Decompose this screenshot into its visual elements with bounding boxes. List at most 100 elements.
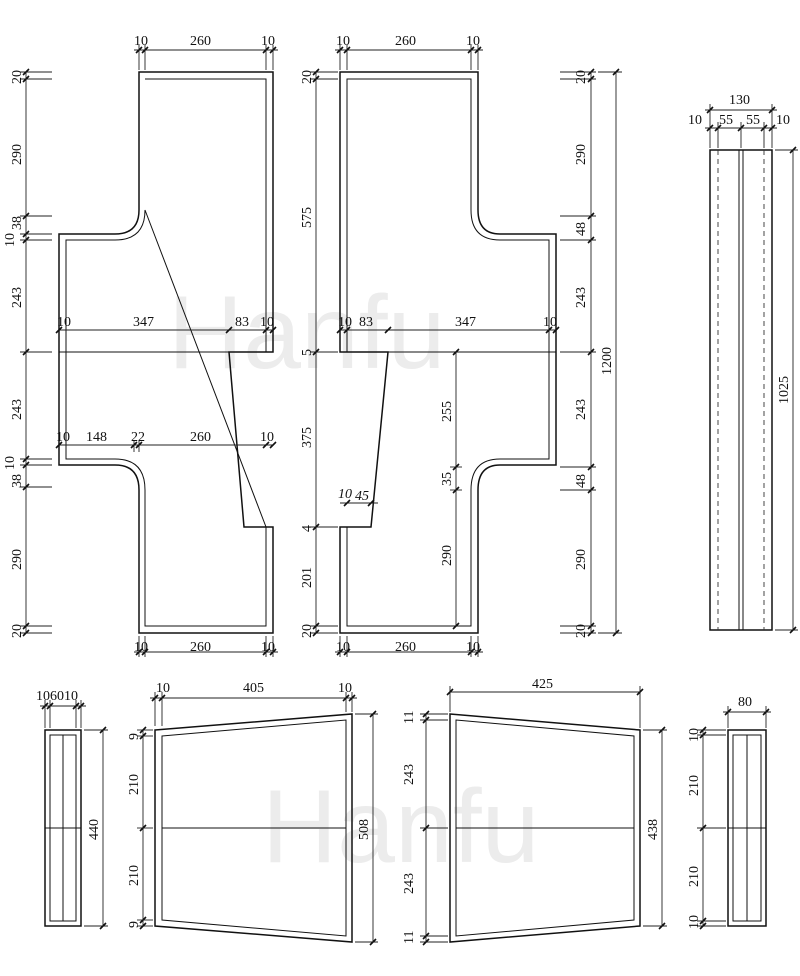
- dim-left-290-top: 290: [10, 144, 25, 165]
- dim-left-20-bot: 20: [10, 624, 25, 638]
- dim-p2-bot-10b: 10: [466, 640, 480, 655]
- dim-rtrap-438: 438: [646, 819, 661, 840]
- dim-collar-130: 130: [729, 93, 750, 108]
- left-panel-outer-outline: [58, 71, 274, 634]
- dim-right-243-bot: 243: [574, 399, 589, 420]
- dim-collar-1025: 1025: [777, 376, 792, 404]
- dim-p2-10-right: 10: [543, 315, 557, 330]
- collar-strip-outline: [709, 149, 773, 631]
- dim-left-20-top: 20: [10, 70, 25, 84]
- dim-p2-375: 375: [300, 427, 315, 448]
- left-body-panel: [58, 71, 274, 634]
- right-panel-outer-outline: [339, 71, 557, 634]
- dim-ltrap-9-bot: 9: [127, 921, 142, 928]
- right-trapezoid-panel: [449, 713, 641, 943]
- dim-p1-top-260: 260: [190, 34, 211, 49]
- dim-p2-top-260: 260: [395, 34, 416, 49]
- dim-p2-10-italic: 10: [338, 487, 352, 502]
- right-trapezoid-inner: [455, 719, 635, 937]
- dim-left-10-top: 10: [3, 233, 18, 247]
- left-trapezoid-outline: [154, 713, 353, 943]
- dim-ltrap-10-right: 10: [338, 681, 352, 696]
- small-left-strip: [44, 729, 82, 927]
- dim-right-20-bot: 20: [574, 624, 589, 638]
- dim-right-243-top: 243: [574, 287, 589, 308]
- dim-small-right-210-bot: 210: [687, 866, 702, 887]
- dim-small-left-440: 440: [87, 819, 102, 840]
- dim-small-left-106010: 106010: [36, 689, 78, 704]
- dim-p2-290-inner: 290: [440, 545, 455, 566]
- dim-ltrap-10-left: 10: [156, 681, 170, 696]
- dim-rtrap-425: 425: [532, 677, 553, 692]
- right-body-panel: [339, 71, 557, 634]
- dim-p2-201: 201: [300, 567, 315, 588]
- dim-collar-10-right: 10: [776, 113, 790, 128]
- dim-p1-10-left: 10: [57, 315, 71, 330]
- dim-p1-bot-260: 260: [190, 640, 211, 655]
- dim-p1-347: 347: [133, 315, 154, 330]
- dim-ltrap-9-top: 9: [127, 733, 142, 740]
- dim-p2-575: 575: [300, 207, 315, 228]
- dim-small-right-10-top: 10: [687, 728, 702, 742]
- dim-ltrap-508: 508: [357, 819, 372, 840]
- dim-ltrap-405: 405: [243, 681, 264, 696]
- collar-strip: [709, 149, 773, 631]
- dim-left-243-top: 243: [10, 287, 25, 308]
- dim-p2-bot-260: 260: [395, 640, 416, 655]
- dim-p1-10-mid-right: 10: [260, 430, 274, 445]
- dim-p2-83: 83: [359, 315, 373, 330]
- right-trapezoid-outline: [449, 713, 641, 943]
- small-right-strip: [727, 729, 767, 927]
- dim-p2-4: 4: [300, 525, 315, 532]
- dim-rtrap-243-top: 243: [402, 764, 417, 785]
- dim-p2-10-left: 10: [338, 315, 352, 330]
- left-panel-inner-outline: [65, 78, 267, 627]
- dim-right-48-bot: 48: [574, 474, 589, 488]
- dim-p2-347: 347: [455, 315, 476, 330]
- dim-p2-35: 35: [440, 472, 455, 486]
- dim-ltrap-210-top: 210: [127, 774, 142, 795]
- dim-small-right-10-bot: 10: [687, 915, 702, 929]
- dim-p2-20-top: 20: [300, 70, 315, 84]
- dim-p2-255: 255: [440, 401, 455, 422]
- dimension-ticks: [22, 46, 797, 946]
- dim-rtrap-243-bot: 243: [402, 873, 417, 894]
- left-trapezoid-inner: [161, 719, 347, 937]
- dim-rtrap-11-top: 11: [402, 711, 417, 724]
- dim-small-right-210-top: 210: [687, 775, 702, 796]
- dim-p2-bot-10a: 10: [336, 640, 350, 655]
- dim-p1-83: 83: [235, 315, 249, 330]
- dim-rtrap-11-bot: 11: [402, 931, 417, 944]
- dim-left-243-bot: 243: [10, 399, 25, 420]
- dim-p1-bot-10a: 10: [134, 640, 148, 655]
- dim-1200: 1200: [600, 347, 615, 375]
- dimension-labels: 10 260 10 10 260 10 10 347 83 10 10 148 …: [3, 34, 792, 944]
- dim-left-290-bot: 290: [10, 549, 25, 570]
- dim-p2-45: 45: [355, 489, 369, 504]
- dim-p2-20-bot: 20: [300, 624, 315, 638]
- watermark-bottom: Hanfu: [262, 769, 540, 885]
- dim-left-38-top: 38: [10, 216, 25, 230]
- dim-p2-top-10b: 10: [466, 34, 480, 49]
- dim-p1-260-mid: 260: [190, 430, 211, 445]
- dim-right-20-top: 20: [574, 70, 589, 84]
- watermark-top: Hanfu: [168, 275, 446, 391]
- dim-p1-10-right: 10: [260, 315, 274, 330]
- dim-collar-55-right: 55: [746, 113, 760, 128]
- dimension-lines: [20, 45, 798, 943]
- right-panel-inner-outline: [346, 78, 550, 627]
- dim-p1-top-10a: 10: [134, 34, 148, 49]
- dim-p1-bot-10b: 10: [261, 640, 275, 655]
- dim-p2-top-10a: 10: [336, 34, 350, 49]
- dim-collar-55-left: 55: [719, 113, 733, 128]
- dim-left-38-bot: 38: [10, 474, 25, 488]
- dim-right-290-top: 290: [574, 144, 589, 165]
- dim-p1-22: 22: [131, 430, 145, 445]
- dim-small-right-80: 80: [738, 695, 752, 710]
- dim-p2-5: 5: [300, 349, 315, 356]
- dim-ltrap-210-bot: 210: [127, 865, 142, 886]
- dim-right-290-bot: 290: [574, 549, 589, 570]
- dim-right-48-top: 48: [574, 222, 589, 236]
- dim-collar-10-left: 10: [688, 113, 702, 128]
